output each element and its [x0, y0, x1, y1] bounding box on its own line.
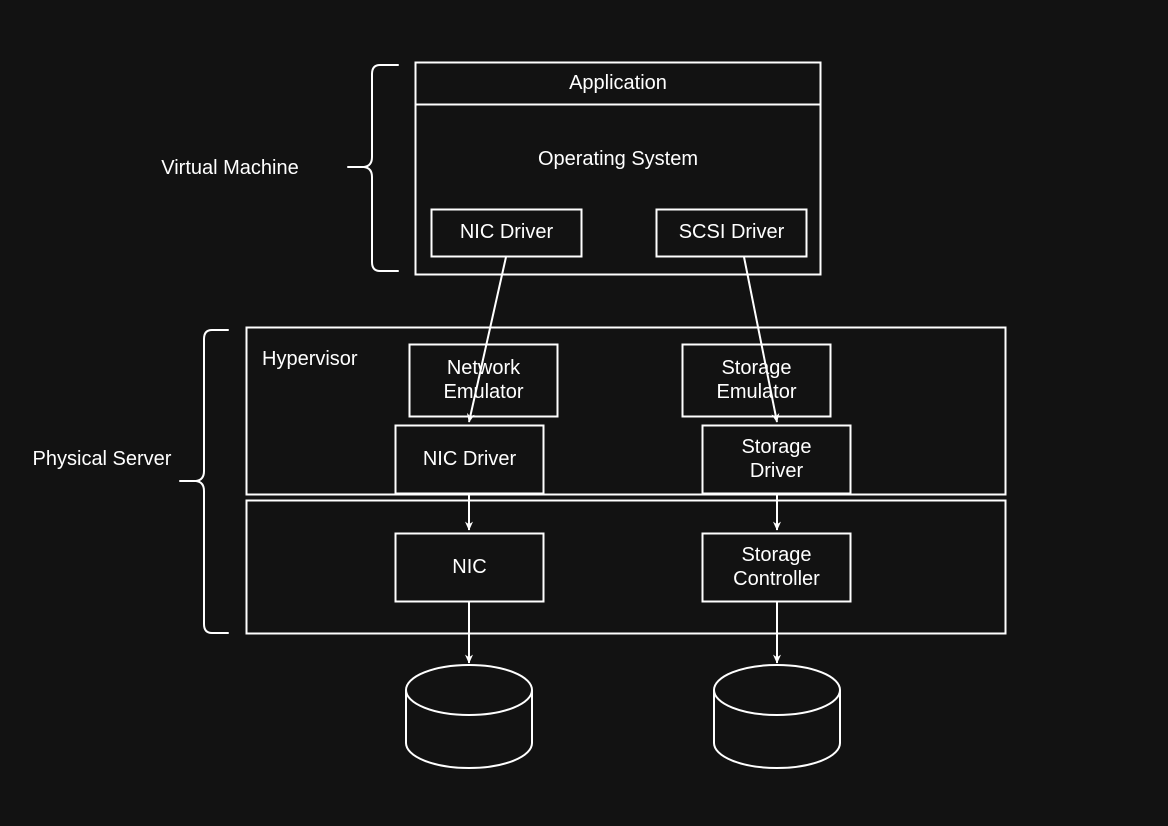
storage-cylinder[interactable] — [714, 665, 841, 769]
hardware-box[interactable] — [245, 499, 1007, 635]
network-emulator-box[interactable] — [408, 343, 559, 418]
storage-controller-box[interactable] — [701, 532, 852, 603]
hypervisor-nic-driver-box[interactable] — [394, 424, 545, 495]
storage-emulator-box[interactable] — [681, 343, 832, 418]
connector-vm-nic-to-hypervisor-nic — [466, 256, 507, 423]
virtual-machine-box[interactable] — [414, 61, 822, 276]
vm-nic-driver-box[interactable] — [430, 208, 583, 258]
virtual-machine-label: Virtual Machine — [161, 157, 299, 179]
physical-server-brace — [179, 329, 229, 634]
hypervisor-box[interactable] — [245, 326, 1007, 496]
physical-server-label: Physical Server — [32, 448, 172, 470]
storage-driver-box[interactable] — [701, 424, 852, 495]
vm-scsi-driver-box[interactable] — [655, 208, 808, 258]
virtual-machine-brace — [347, 64, 399, 272]
storage-cylinder-shape[interactable] — [713, 664, 841, 769]
connector-vm-scsi-to-storage-driver — [743, 256, 780, 423]
network-cylinder[interactable] — [406, 665, 533, 769]
nic-box[interactable] — [394, 532, 545, 603]
network-cylinder-shape[interactable] — [405, 664, 533, 769]
